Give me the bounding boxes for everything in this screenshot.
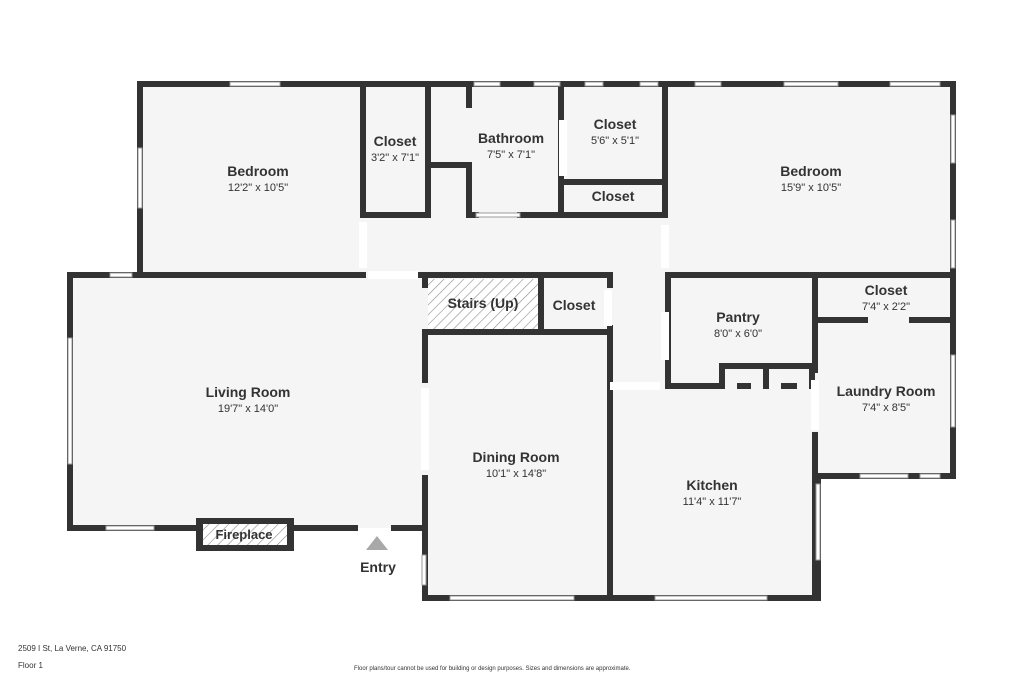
fireplace: Fireplace (215, 527, 272, 542)
room-name: Bathroom (478, 130, 544, 146)
address-text: 2509 I St, La Verne, CA 91750 (18, 644, 127, 653)
room-name: Closet (592, 188, 635, 204)
room-name: Dining Room (472, 449, 559, 465)
room-dimensions: 8'0" x 6'0" (714, 328, 762, 340)
room-kitchen: Kitchen 11'4" x 11'7" (683, 477, 742, 508)
room-bedroom-right: Bedroom 15'9" x 10'5" (780, 163, 841, 194)
room-name: Closet (865, 282, 908, 298)
room-dimensions: 10'1" x 14'8" (486, 468, 546, 480)
room-dimensions: 7'5" x 7'1" (487, 149, 535, 161)
room-dimensions: 15'9" x 10'5" (781, 182, 841, 194)
room-name: Fireplace (215, 527, 272, 542)
room-living: Living Room 19'7" x 14'0" (206, 384, 291, 415)
room-dimensions: 5'6" x 5'1" (591, 135, 639, 147)
room-name: Stairs (Up) (448, 295, 519, 311)
room-bedroom-left: Bedroom 12'2" x 10'5" (227, 163, 288, 194)
room-dimensions: 7'4" x 2'2" (862, 301, 910, 313)
room-dining: Dining Room 10'1" x 14'8" (472, 449, 559, 480)
room-name: Closet (374, 133, 417, 149)
room-closet-1: Closet 3'2" x 7'1" (371, 133, 419, 164)
room-name: Pantry (716, 309, 760, 325)
room-dimensions: 19'7" x 14'0" (218, 403, 278, 415)
room-dimensions: 7'4" x 8'5" (862, 402, 910, 414)
floor-fill (70, 84, 953, 598)
room-stairs: Stairs (Up) (448, 295, 519, 311)
room-bathroom: Bathroom 7'5" x 7'1" (478, 130, 544, 161)
room-closet-5: Closet 7'4" x 2'2" (862, 282, 910, 313)
room-dimensions: 3'2" x 7'1" (371, 152, 419, 164)
room-name: Closet (594, 116, 637, 132)
windows (67, 81, 956, 601)
room-pantry: Pantry 8'0" x 6'0" (714, 309, 762, 340)
room-dimensions: 11'4" x 11'7" (683, 496, 742, 508)
room-name: Kitchen (686, 477, 737, 493)
room-dimensions: 12'2" x 10'5" (228, 182, 288, 194)
room-closet-2: Closet 5'6" x 5'1" (591, 116, 639, 147)
room-name: Bedroom (780, 163, 841, 179)
room-name: Bedroom (227, 163, 288, 179)
door-openings (359, 120, 819, 470)
entry-arrow-icon (366, 536, 388, 550)
room-name: Laundry Room (837, 383, 936, 399)
room-closet-4: Closet (553, 297, 596, 313)
entry-label: Entry (360, 559, 396, 575)
floor-label: Floor 1 (18, 661, 43, 670)
room-closet-3: Closet (592, 188, 635, 204)
disclaimer-text: Floor plans/tour cannot be used for buil… (354, 666, 631, 672)
room-name: Closet (553, 297, 596, 313)
room-name: Living Room (206, 384, 291, 400)
room-laundry: Laundry Room 7'4" x 8'5" (837, 383, 936, 414)
